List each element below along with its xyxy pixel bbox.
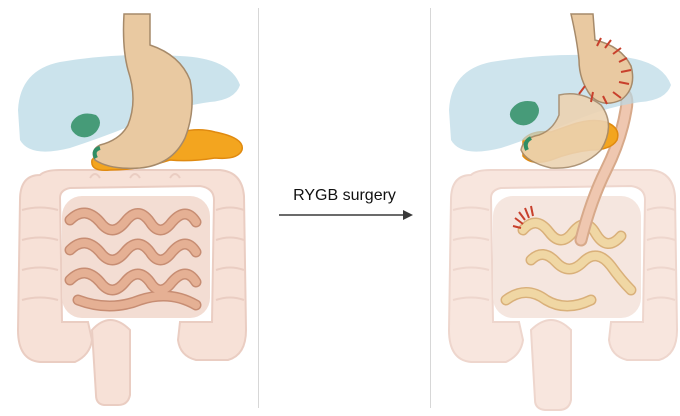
procedure-label: RYGB surgery [259, 187, 430, 205]
post-surgery-panel [431, 0, 680, 416]
procedure-panel: RYGB surgery [259, 0, 430, 416]
pre-surgery-digestive-tract-illustration [0, 0, 258, 416]
post-surgery-digestive-tract-illustration [431, 0, 680, 416]
small-intestine [62, 196, 210, 318]
pre-surgery-panel [0, 0, 258, 416]
small-intestine [493, 196, 641, 318]
right-arrow-icon [277, 208, 417, 222]
